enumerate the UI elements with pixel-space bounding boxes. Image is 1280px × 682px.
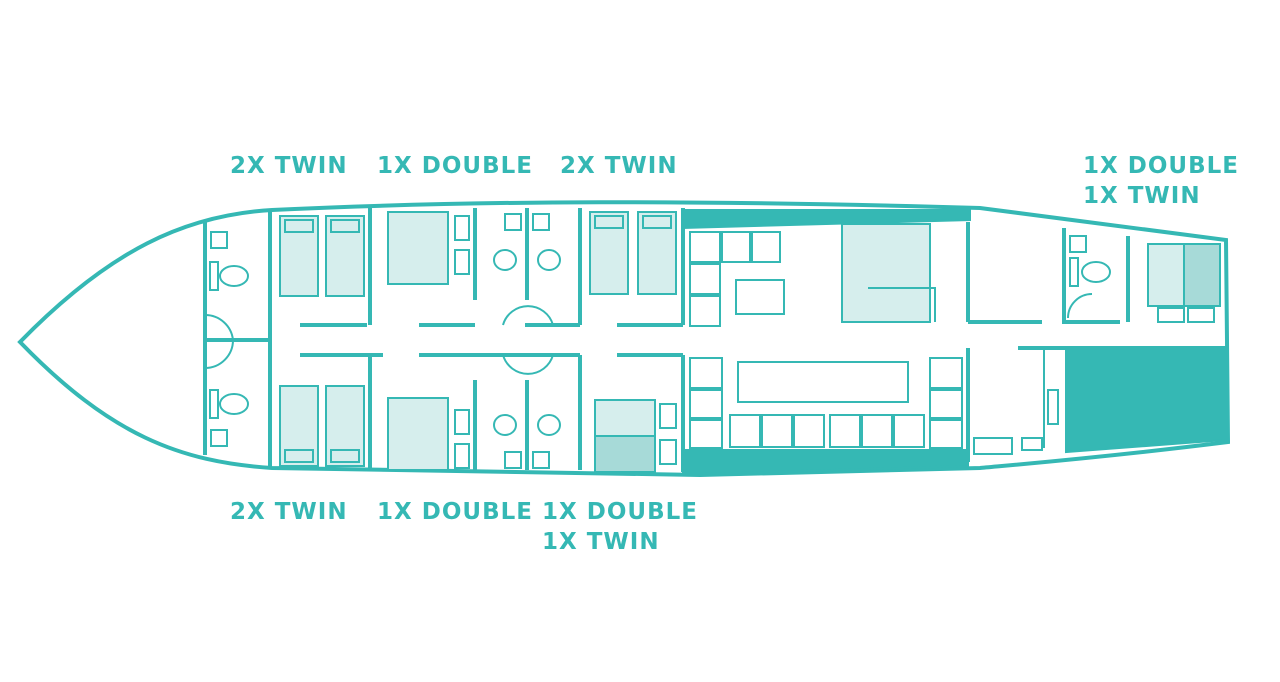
- aft-fixture: [1047, 389, 1059, 425]
- aft-bath-wall: [1062, 228, 1120, 324]
- bench-segment: [689, 389, 723, 419]
- pillow: [659, 403, 677, 429]
- salon-bottom-fill: [682, 449, 969, 475]
- cabin-label-bottom-3: 1X DOUBLE 1X TWIN: [542, 497, 698, 557]
- hull-outline: [17, 200, 1231, 478]
- pillow: [330, 449, 360, 463]
- toilet-icon: [219, 393, 249, 415]
- twin-bed: [279, 215, 319, 297]
- salon-top-fill: [682, 209, 971, 230]
- twin-bed: [325, 385, 365, 467]
- sink-icon: [532, 451, 550, 469]
- pillow: [659, 439, 677, 465]
- nightstand: [454, 409, 470, 435]
- bench-segment: [761, 414, 793, 448]
- sink-icon: [210, 231, 228, 249]
- cabin-label-top-3: 2X TWIN: [560, 151, 678, 181]
- cabin-label-line: 1X TWIN: [542, 529, 660, 555]
- toilet-tank: [1069, 257, 1079, 287]
- aft-fixture: [1021, 437, 1043, 451]
- door-swing-2: [204, 339, 234, 369]
- toilet-icon: [1081, 261, 1111, 283]
- pillow: [330, 219, 360, 233]
- pillow: [594, 215, 624, 229]
- bench-segment: [829, 414, 861, 448]
- twin-bed: [325, 215, 365, 297]
- bench-segment: [861, 414, 893, 448]
- bench-segment: [689, 357, 723, 389]
- galley-counter-outline: [868, 287, 936, 322]
- door-swing-3: [502, 305, 554, 326]
- galley-counter: [841, 223, 931, 323]
- sink-icon: [210, 429, 228, 447]
- sofa-segment: [721, 231, 751, 263]
- cabin-label-line: 1X DOUBLE: [542, 499, 698, 525]
- nightstand: [454, 249, 470, 275]
- pillow: [284, 449, 314, 463]
- twin-bed: [594, 435, 656, 473]
- bench-segment: [929, 389, 963, 419]
- coffee-table: [735, 279, 785, 315]
- cabin-label-line: 1X DOUBLE: [1083, 153, 1239, 179]
- pillow: [642, 215, 672, 229]
- sink-icon: [504, 451, 522, 469]
- bench-segment: [929, 357, 963, 389]
- cabin-label-line: 1X TWIN: [1083, 183, 1201, 209]
- pillow: [1187, 307, 1215, 323]
- toilet-tank: [209, 261, 219, 291]
- twin-bed: [637, 211, 677, 295]
- aft-fixture: [973, 437, 1013, 455]
- sofa-segment: [689, 263, 721, 295]
- double-bed: [387, 397, 449, 471]
- sink-icon: [532, 213, 550, 231]
- toilet-icon: [493, 249, 517, 271]
- toilet-icon: [219, 265, 249, 287]
- nightstand: [454, 215, 470, 241]
- double-bed: [387, 211, 449, 285]
- door-swing-1: [204, 313, 234, 341]
- dining-table: [737, 361, 909, 403]
- aft-storage-fill: [1065, 349, 1227, 454]
- sofa-segment: [751, 231, 781, 263]
- twin-bed: [1183, 243, 1221, 307]
- toilet-tank: [209, 389, 219, 419]
- bench-segment: [929, 419, 963, 449]
- door-swing-5: [1067, 293, 1093, 319]
- cabin-label-top-4: 1X DOUBLE 1X TWIN: [1083, 151, 1239, 211]
- sink-icon: [504, 213, 522, 231]
- twin-bed: [589, 211, 629, 295]
- toilet-icon: [537, 414, 561, 436]
- cabin-label-top-1: 2X TWIN: [230, 151, 348, 181]
- door-swing-4: [502, 354, 554, 375]
- cabin-label-line: 1X DOUBLE: [377, 153, 533, 179]
- toilet-icon: [493, 414, 517, 436]
- cabin-label-top-2: 1X DOUBLE: [377, 151, 533, 181]
- bench-segment: [689, 419, 723, 449]
- cabin-label-bottom-2: 1X DOUBLE: [377, 497, 533, 527]
- sink-icon: [1069, 235, 1087, 253]
- cabin-label-line: 1X DOUBLE: [377, 499, 533, 525]
- sofa-segment: [689, 295, 721, 327]
- toilet-icon: [537, 249, 561, 271]
- bench-segment: [893, 414, 925, 448]
- bench-segment: [793, 414, 825, 448]
- cabin-label-line: 2X TWIN: [230, 499, 348, 525]
- nightstand: [454, 443, 470, 469]
- aft-wall-h: [968, 320, 1226, 350]
- bench-segment: [729, 414, 761, 448]
- twin-bed: [279, 385, 319, 467]
- cabin-label-bottom-1: 2X TWIN: [230, 497, 348, 527]
- cabin-label-line: 2X TWIN: [230, 153, 348, 179]
- sofa-segment: [689, 231, 721, 263]
- cabin-label-line: 2X TWIN: [560, 153, 678, 179]
- pillow: [1157, 307, 1185, 323]
- pillow: [284, 219, 314, 233]
